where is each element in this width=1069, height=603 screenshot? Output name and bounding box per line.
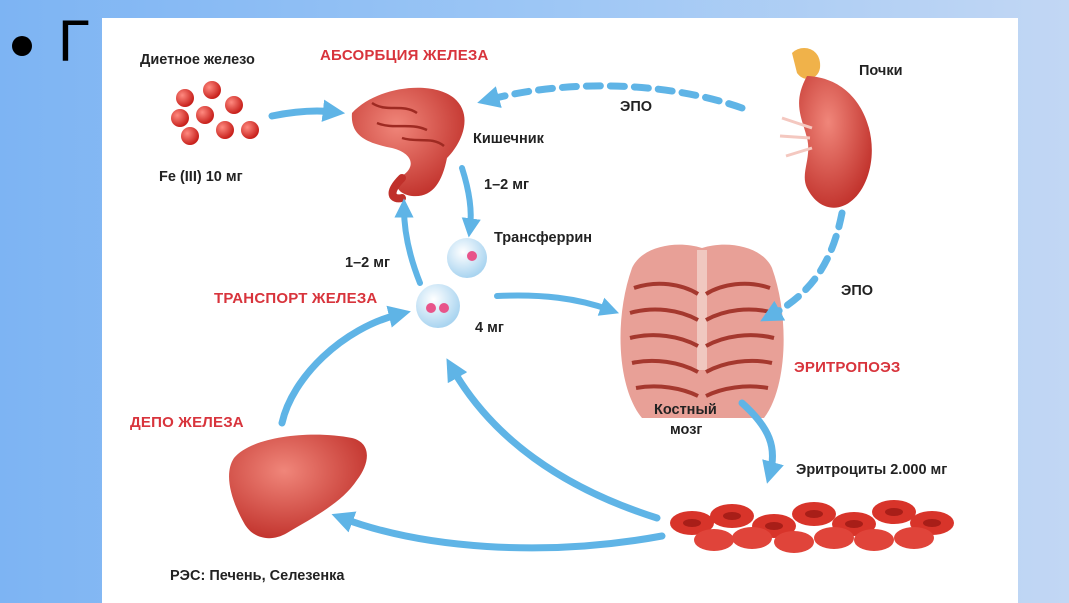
title-absorption: АБСОРБЦИЯ ЖЕЛЕЗА	[320, 47, 489, 64]
label-loss-amount: 1–2 мг	[345, 255, 390, 271]
erythrocytes-icon	[670, 500, 954, 553]
bullet-dot	[12, 36, 32, 56]
arrow-erythrocytes-to-depot	[342, 518, 662, 548]
label-res: РЭС: Печень, Селезенка	[170, 568, 344, 584]
arrow-loss-up	[404, 208, 420, 283]
title-depot: ДЕПО ЖЕЛЕЗА	[130, 414, 244, 431]
transferrin-sphere-icon	[447, 238, 487, 278]
label-intestine: Кишечник	[473, 131, 544, 147]
arrow-epo-top	[488, 86, 742, 108]
arrow-depot-to-transport	[282, 314, 400, 423]
title-transport: ТРАНСПОРТ ЖЕЛЕЗА	[214, 290, 377, 307]
intestine-icon	[352, 88, 465, 199]
label-marrow-2: мозг	[670, 422, 702, 438]
label-epo-right: ЭПО	[841, 283, 873, 299]
label-kidneys: Почки	[859, 63, 903, 79]
label-transferrin: Трансферрин	[494, 230, 592, 246]
label-marrow-1: Костный	[654, 402, 717, 418]
arrow-diet-to-absorption	[272, 111, 334, 116]
arrow-epo-right	[770, 213, 842, 316]
label-erythrocytes: Эритроциты 2.000 мг	[796, 462, 947, 478]
label-transport-amount: 4 мг	[475, 320, 504, 336]
iron-metabolism-diagram: Диетное железо АБСОРБЦИЯ ЖЕЛЕЗА Fe (III)…	[102, 18, 1018, 603]
dietary-iron-icon	[171, 81, 259, 145]
diagram-graphics	[102, 18, 1018, 603]
label-epo-top: ЭПО	[620, 99, 652, 115]
label-fe: Fe (III) 10 мг	[159, 169, 243, 185]
transport-sphere-icon	[416, 284, 460, 328]
arrow-transport-to-marrow	[497, 296, 610, 310]
title-erythropoiesis: ЭРИТРОПОЭЗ	[794, 359, 900, 376]
arrow-erythrocytes-to-transport	[452, 368, 657, 518]
label-abs-amount: 1–2 мг	[484, 177, 529, 193]
bone-marrow-icon	[621, 245, 784, 418]
label-dietary-iron: Диетное железо	[140, 52, 255, 68]
arrow-absorption-to-transferrin	[462, 168, 471, 228]
